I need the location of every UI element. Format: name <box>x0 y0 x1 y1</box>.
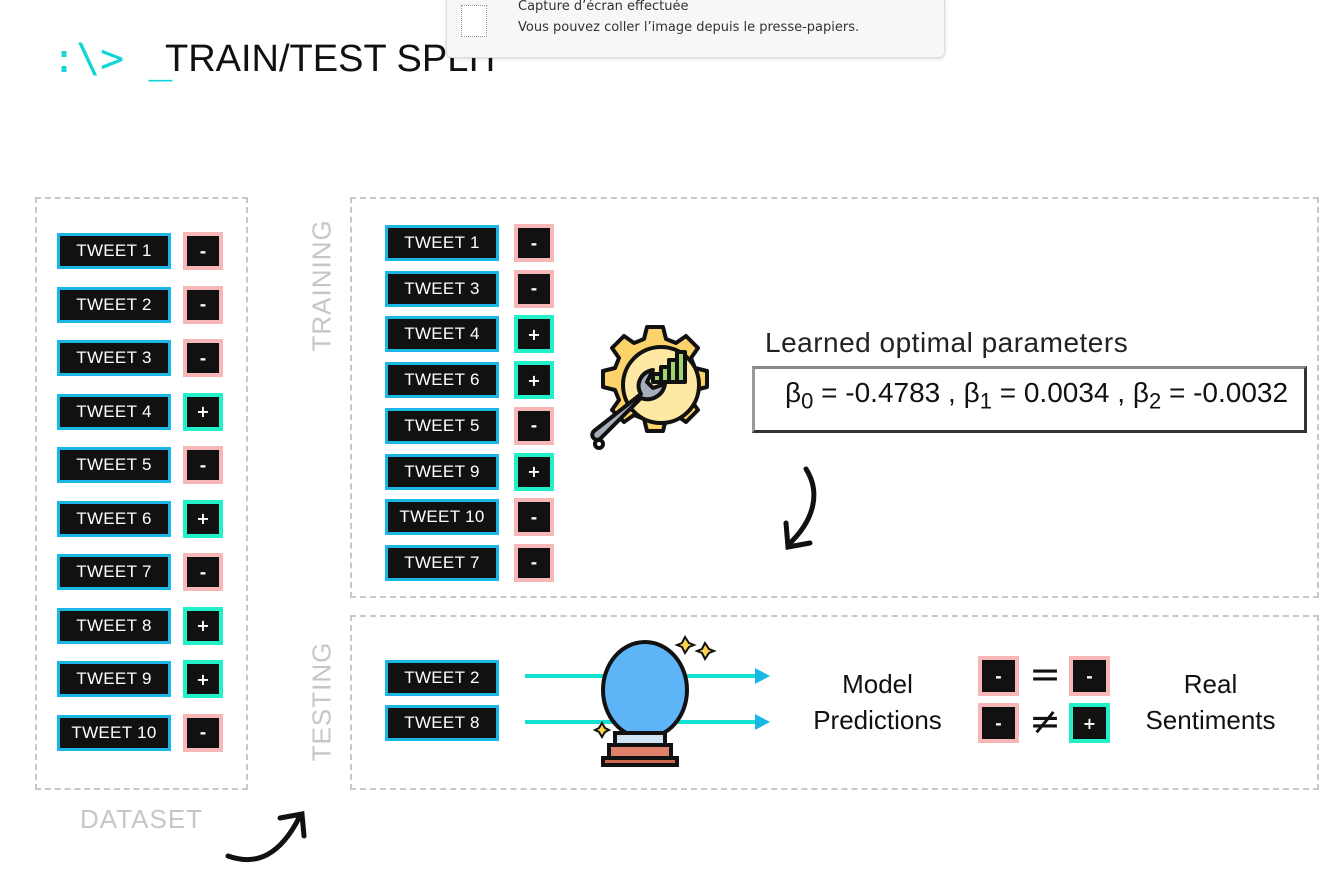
notification-body: Vous pouvez coller l’image depuis le pre… <box>518 20 860 35</box>
param-value: = 0.0034 , <box>991 377 1133 408</box>
tweet-box: TWEET 8 <box>385 705 499 741</box>
sentiment-label: - <box>514 543 554 582</box>
tweet-box: TWEET 3 <box>57 340 171 376</box>
sentiment-label: - <box>514 406 554 445</box>
tweet-box: TWEET 6 <box>385 362 499 399</box>
param-symbol: β <box>963 377 980 408</box>
tweet-box: TWEET 6 <box>57 500 171 537</box>
tweet-box: TWEET 2 <box>385 660 499 696</box>
tweet-box: TWEET 1 <box>385 225 499 261</box>
real-label: + <box>1069 703 1110 743</box>
logo: :\> _ <box>52 36 173 82</box>
tweet-box: TWEET 2 <box>57 286 171 323</box>
sentiment-label: + <box>514 315 554 354</box>
tweet-box: TWEET 4 <box>57 393 171 430</box>
label-line: Sentiments <box>1145 705 1276 735</box>
sentiment-label: - <box>514 224 554 262</box>
crystal-ball-icon <box>592 635 717 767</box>
testing-box <box>350 615 1319 790</box>
label-line: Real <box>1183 669 1238 699</box>
gear-wrench-icon <box>590 325 709 450</box>
sentiment-label: - <box>514 269 554 308</box>
param-symbol: β <box>785 377 802 408</box>
param-value: = -0.0032 <box>1161 377 1289 408</box>
sentiment-label: + <box>183 660 223 698</box>
model-predictions-label: Model Predictions <box>795 666 960 738</box>
real-label: - <box>1069 656 1110 696</box>
dataset-box <box>35 197 248 790</box>
sentiment-label: + <box>514 452 554 491</box>
param-subscript: 0 <box>801 388 814 414</box>
predicted-label: - <box>978 703 1019 743</box>
sentiment-label: + <box>183 606 223 645</box>
not-equals-icon: ≠ <box>1029 699 1061 743</box>
curved-arrow-icon <box>225 811 307 863</box>
param-subscript: 1 <box>979 388 992 414</box>
predicted-label: - <box>978 656 1019 696</box>
tweet-box: TWEET 9 <box>385 453 499 490</box>
tweet-box: TWEET 10 <box>385 499 499 536</box>
equals-icon: = <box>1029 652 1061 696</box>
screenshot-thumbnail-icon <box>461 5 487 37</box>
sentiment-label: + <box>183 499 223 538</box>
sentiment-label: - <box>183 713 223 752</box>
tweet-box: TWEET 3 <box>385 270 499 307</box>
param-symbol: β <box>1132 377 1149 408</box>
tweet-box: TWEET 5 <box>57 447 171 483</box>
tweet-box: TWEET 7 <box>385 544 499 581</box>
tweet-box: TWEET 1 <box>57 233 171 269</box>
tweet-box: TWEET 8 <box>57 607 171 644</box>
sentiment-label: + <box>514 361 554 400</box>
sentiment-label: - <box>514 498 554 537</box>
curved-arrow-icon <box>783 466 817 550</box>
label-line: Model <box>842 669 913 699</box>
tweet-box: TWEET 9 <box>57 661 171 697</box>
params-box: β0 = -0.4783 , β1 = 0.0034 , β2 = -0.003… <box>752 366 1307 433</box>
tweet-box: TWEET 10 <box>57 714 171 751</box>
param-subscript: 2 <box>1148 388 1162 414</box>
param-value: = -0.4783 , <box>813 377 964 408</box>
sentiment-label: - <box>183 232 223 270</box>
tweet-box: TWEET 4 <box>385 316 499 353</box>
sentiment-label: - <box>183 446 223 484</box>
sentiment-label: - <box>183 339 223 377</box>
training-box <box>350 197 1319 598</box>
tweet-box: TWEET 5 <box>385 407 499 444</box>
notification-title: Capture d’écran effectuée <box>518 0 689 14</box>
dataset-label: DATASET <box>80 804 204 834</box>
sentiment-label: - <box>183 285 223 324</box>
sentiment-label: - <box>183 553 223 591</box>
real-sentiments-label: Real Sentiments <box>1128 666 1293 738</box>
testing-label: TESTING <box>306 641 337 762</box>
tweet-box: TWEET 7 <box>57 554 171 590</box>
notification[interactable]: Capture d’écran effectuée Vous pouvez co… <box>446 0 945 58</box>
label-line: Predictions <box>813 705 942 735</box>
training-label: TRAINING <box>306 219 337 352</box>
params-title: Learned optimal parameters <box>765 327 1129 358</box>
sentiment-label: + <box>183 392 223 431</box>
